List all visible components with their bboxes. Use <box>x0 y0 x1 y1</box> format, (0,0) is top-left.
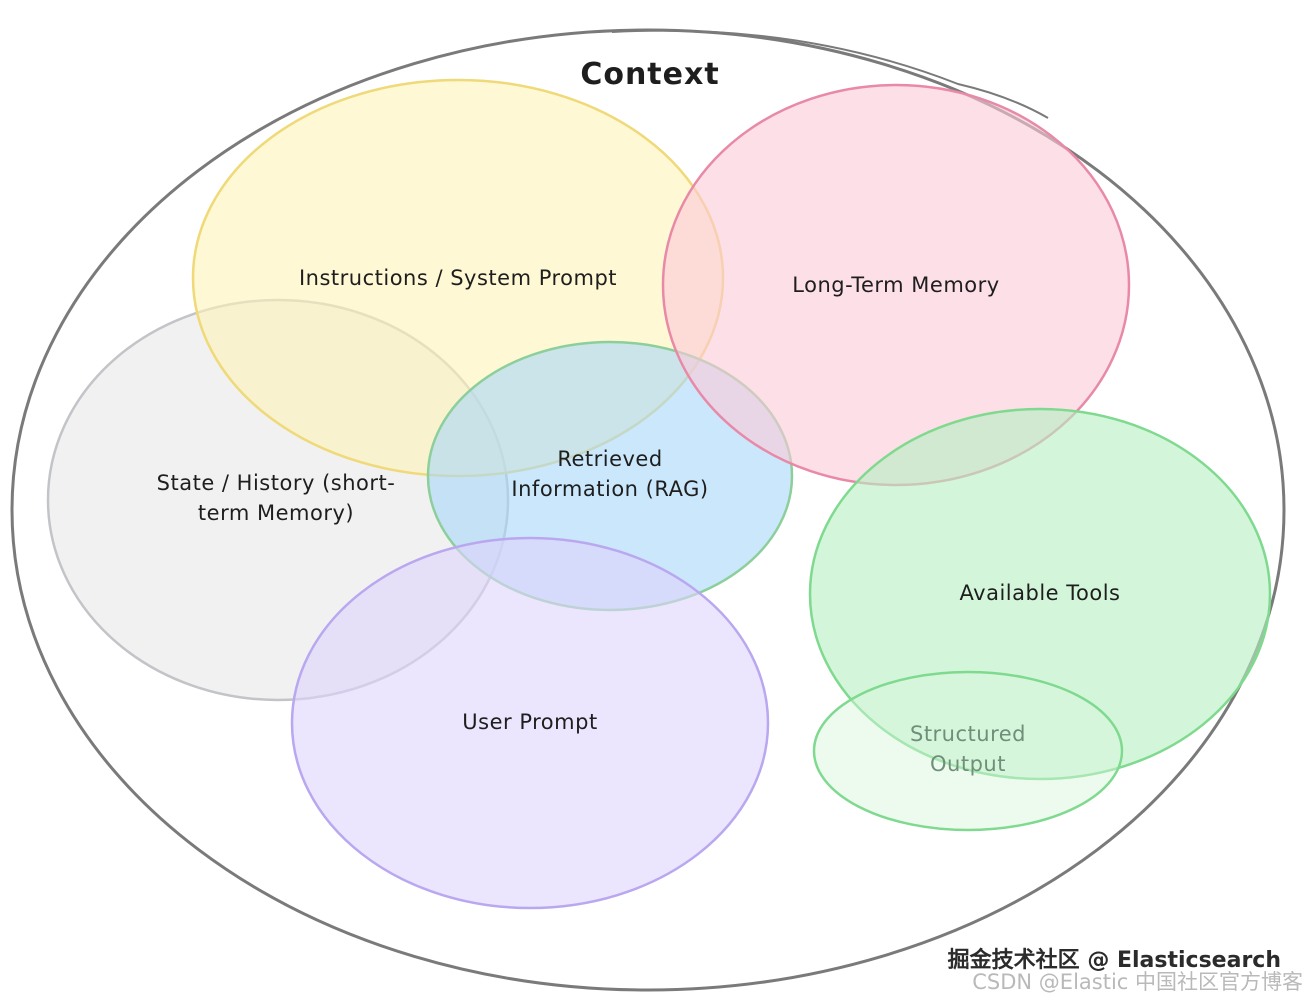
structured-output-circle <box>812 670 1124 832</box>
instructions-label: Instructions / System Prompt <box>298 266 618 290</box>
structured-output-label: Structured Output <box>868 719 1068 779</box>
watermark-csdn: CSDN @Elastic 中国社区官方博客 <box>972 970 1303 994</box>
rag-label-line-1: Retrieved <box>557 447 663 471</box>
available-tools-label: Available Tools <box>959 581 1121 605</box>
state-history-label-line-1: State / History (short- <box>156 471 396 495</box>
structured-output-label-line-1: Structured <box>909 722 1027 746</box>
structured-output-label-line-2: Output <box>930 752 1006 776</box>
context-outer-ellipse-sketch-stroke <box>611 29 1049 119</box>
rag-label: Retrieved Information (RAG) <box>470 444 750 504</box>
watermark-juejin: 掘金技术社区 @ Elasticsearch <box>947 948 1281 973</box>
long-term-memory-label: Long-Term Memory <box>792 273 1000 297</box>
state-history-label: State / History (short- term Memory) <box>106 468 446 528</box>
state-history-label-line-2: term Memory) <box>197 501 355 525</box>
context-title: Context <box>580 57 720 92</box>
rag-label-line-2: Information (RAG) <box>511 477 709 501</box>
user-prompt-circle <box>290 536 770 910</box>
user-prompt-label: User Prompt <box>462 710 598 734</box>
available-tools-circle <box>808 407 1272 781</box>
